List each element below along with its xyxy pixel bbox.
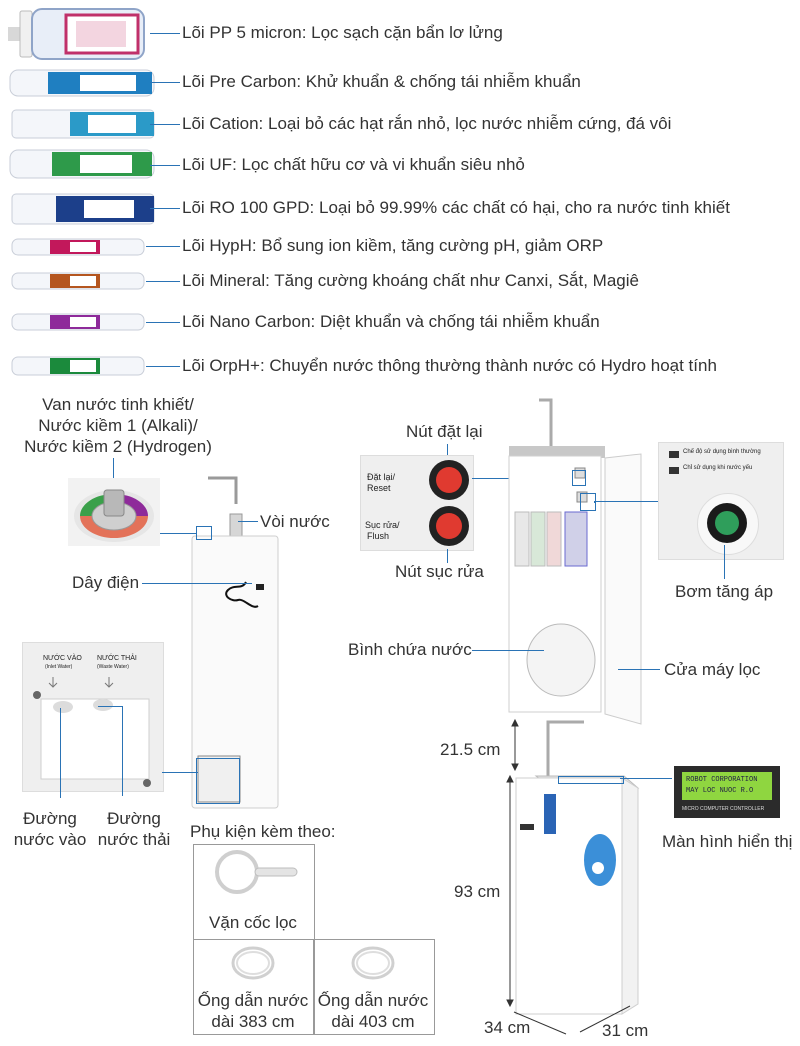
door-label: Cửa máy lọc [664,660,761,679]
valve-connector [113,458,114,492]
panel-pointer-box [196,758,240,804]
flush-button[interactable] [429,506,469,546]
filter-nanocarbon-image [10,310,146,334]
filter-label-mineral: Lõi Mineral: Tăng cường khoáng chất như … [182,271,639,290]
tube-coil-icon [231,946,275,980]
lcd-caption: MICRO COMPUTER CONTROLLER [682,806,765,812]
wrench-icon [215,850,298,894]
filter-connector [146,366,180,367]
valve-pointer-box [196,526,212,540]
door-connector [618,669,660,670]
booster-connector-v [594,501,595,503]
cord-label: Dây điện [72,573,140,592]
accessories-title: Phụ kiện kèm theo: [190,822,336,841]
dim-width: 31 cm [602,1021,649,1040]
booster-connector-h [594,501,658,502]
accessory-tube1-box [193,939,315,1035]
flush-connector [447,549,448,563]
btn-flush-text-2: Flush [367,531,390,541]
panel-waste-sub: (Waste Water) [97,664,129,670]
booster-label: Bơm tăng áp [675,582,774,601]
tank-connector [472,650,544,651]
filter-connector [146,246,180,247]
booster-label-connector [724,545,725,579]
accessory-wrench-label: Vặn cốc lọc [209,913,297,932]
filter-connector [150,124,180,125]
booster-pointer-box [580,493,596,511]
machine-open-image [505,394,645,726]
btn-flush-text-1: Sục rửa/ [365,520,400,530]
valve-knob-image [68,478,160,546]
booster-panel: Chế độ sử dụng bình thường Chỉ sử dụng k… [658,442,784,560]
filter-hyph-image [10,235,146,259]
valve-label: Van nước tinh khiết/ Nước kiềm 1 (Alkali… [24,395,212,456]
panel-waste-title: NƯỚC THẢI [97,655,137,662]
inlet-label: Đường nước vào [13,809,87,849]
filter-ro-image [10,192,156,226]
accessory-tube1-label: Ống dẫn nước dài 383 cm [197,991,309,1031]
lcd-screen: ROBOT CORPORATION MAY LOC NUOC R.O [682,772,772,800]
reset-label: Nút đặt lại [406,422,483,441]
inlet-connector [60,708,61,798]
filter-precarbon-image [8,68,156,98]
btn-reset-text-1: Đặt lại/ [367,472,396,482]
flush-label: Nút sục rửa [395,562,484,581]
valve-pointer-line [160,533,196,534]
filter-label-pp: Lõi PP 5 micron: Lọc sạch cặn bẩn lơ lửn… [182,23,503,42]
btn-reset-text-2: Reset [367,483,391,493]
panel-inlet-title: NƯỚC VÀO [43,655,82,662]
cord-connector [142,583,252,584]
reset-pointer-box [572,470,586,486]
waste-connector-v [122,706,123,796]
tank-label: Bình chứa nước [348,640,472,659]
filter-label-nanocarbon: Lõi Nano Carbon: Diệt khuẩn và chống tái… [182,312,600,331]
filter-label-cation: Lõi Cation: Loại bỏ các hạt rắn nhỏ, lọc… [182,114,672,133]
faucet-label: Vòi nước [260,512,330,531]
filter-label-ro: Lõi RO 100 GPD: Loại bỏ 99.99% các chất … [182,198,730,217]
panel-to-machine-line [162,772,198,773]
filter-connector [150,208,180,209]
display-label: Màn hình hiển thị [662,832,793,851]
filter-label-uf: Lõi UF: Lọc chất hữu cơ và vi khuẩn siêu… [182,155,525,174]
display-pointer-box [558,776,624,784]
lcd-display: ROBOT CORPORATION MAY LOC NUOC R.O MICRO… [674,766,780,818]
display-connector [620,778,672,779]
faucet-connector [238,521,258,522]
booster-mode2: Chỉ sử dụng khi nước yếu [683,465,753,471]
dim-depth: 34 cm [484,1018,531,1037]
filter-connector [150,82,180,83]
filter-label-precarbon: Lõi Pre Carbon: Khử khuẩn & chống tái nh… [182,72,581,91]
panel-inlet-sub: (Inlet Water) [45,664,73,670]
booster-button[interactable] [707,503,747,543]
dim-faucet-height: 21.5 cm [440,740,501,759]
filter-connector [146,281,180,282]
machine-front-image [190,474,280,810]
filter-uf-image [8,148,156,180]
accessory-tube2-box [313,939,435,1035]
booster-mode1: Chế độ sử dụng bình thường [683,449,761,455]
reset-button[interactable] [429,460,469,500]
filter-label-orph: Lõi OrpH+: Chuyển nước thông thường thàn… [182,356,717,375]
filter-mineral-image [10,269,146,293]
filter-pp-image [6,5,154,63]
filter-orph-image [10,353,146,379]
accessory-tube2-label: Ống dẫn nước dài 403 cm [317,991,429,1031]
lcd-line-1: ROBOT CORPORATION [686,776,758,784]
lcd-line-2: MAY LOC NUOC R.O [686,787,754,795]
waste-connector-h [98,706,122,707]
machine-dimensions-image [508,716,648,1026]
inlet-waste-panel: NƯỚC VÀO (Inlet Water) NƯỚC THẢI (Waste … [22,642,164,792]
filter-connector [150,165,180,166]
dim-height: 93 cm [454,882,501,901]
filter-connector [150,33,180,34]
filter-label-hyph: Lõi HypH: Bổ sung ion kiềm, tăng cường p… [182,236,604,255]
tube-coil-icon [351,946,395,980]
waste-label: Đường nước thải [97,809,171,849]
filter-connector [146,322,180,323]
button-panel: Đặt lại/ Reset Sục rửa/ Flush [360,455,474,551]
filter-cation-image [10,108,156,140]
